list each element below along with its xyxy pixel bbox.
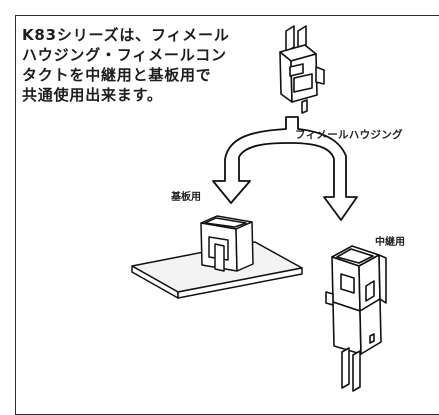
relay-use-label: 中継用 — [375, 237, 405, 248]
board-use-illustration — [131, 215, 303, 299]
intro-text: K83シリーズは、フィメール ハウジング・フィメールコン タクトを中継用と基板用… — [22, 26, 230, 104]
top-female-housing-illustration — [279, 25, 325, 114]
split-arrow — [212, 116, 358, 221]
relay-use-illustration — [325, 245, 387, 392]
connector-illustration — [131, 25, 387, 392]
board-use-label: 基板用 — [171, 192, 201, 203]
female-housing-label: フィメールハウジング — [295, 129, 403, 141]
